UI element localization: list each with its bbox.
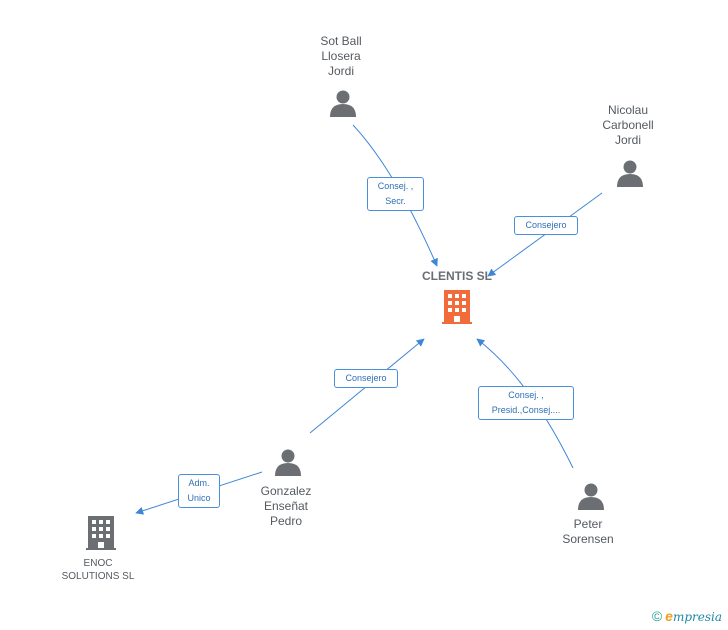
- company-enoc-label[interactable]: ENOC SOLUTIONS SL: [48, 557, 148, 583]
- relation-label-line: Secr.: [385, 196, 406, 206]
- relation-label-line: Consejero: [525, 220, 567, 230]
- person-nicolau-icon[interactable]: [616, 159, 644, 192]
- center-company-building-icon[interactable]: [442, 290, 472, 329]
- relation-label-line: Consej. ,: [377, 181, 414, 191]
- relation-label-line: Adm.: [188, 478, 210, 488]
- company-enoc-building-icon[interactable]: [86, 516, 116, 555]
- relation-label-sot-clentis[interactable]: Consej. , Secr.: [367, 177, 424, 211]
- person-sot-icon[interactable]: [329, 89, 357, 122]
- relation-label-gonzalez-enoc[interactable]: Adm. Unico: [178, 474, 220, 508]
- person-peter-label[interactable]: Peter Sorensen: [548, 517, 628, 547]
- person-name-line: Jordi: [327, 64, 354, 78]
- person-name-line: Sot Ball: [320, 34, 362, 48]
- person-peter-icon[interactable]: [577, 482, 605, 515]
- brand-name: mpresia: [672, 610, 722, 624]
- center-company-name[interactable]: CLENTIS SL: [422, 269, 493, 283]
- relation-label-nicolau-clentis[interactable]: Consejero: [514, 216, 578, 235]
- copyright-symbol: ©: [651, 608, 663, 624]
- person-name-line: Peter: [573, 517, 603, 531]
- company-name-line: SOLUTIONS SL: [61, 571, 135, 582]
- relation-label-gonzalez-clentis[interactable]: Consejero: [334, 369, 398, 388]
- relation-label-line: Consej. ,: [508, 390, 544, 400]
- company-name-line: ENOC: [83, 558, 113, 569]
- person-name-line: Carbonell: [602, 118, 654, 132]
- person-name-line: Llosera: [321, 49, 361, 63]
- relation-label-peter-clentis[interactable]: Consej. , Presid.,Consej....: [478, 386, 574, 420]
- relation-label-line: Presid.,Consej....: [491, 405, 561, 415]
- person-name-line: Pedro: [269, 514, 303, 528]
- person-name-line: Sorensen: [562, 532, 614, 546]
- relation-label-line: Consejero: [345, 373, 387, 383]
- empresia-watermark: ©empresia: [652, 608, 722, 624]
- person-gonzalez-label[interactable]: Gonzalez Enseñat Pedro: [246, 484, 326, 529]
- person-gonzalez-icon[interactable]: [274, 448, 302, 481]
- person-nicolau-label[interactable]: Nicolau Carbonell Jordi: [588, 103, 668, 148]
- person-name-line: Nicolau: [607, 103, 649, 117]
- person-name-line: Jordi: [614, 133, 641, 147]
- person-name-line: Enseñat: [263, 499, 309, 513]
- brand-initial: e: [665, 608, 673, 624]
- person-sot-label[interactable]: Sot Ball Llosera Jordi: [301, 34, 381, 79]
- relation-label-line: Unico: [187, 493, 211, 503]
- person-name-line: Gonzalez: [260, 484, 312, 498]
